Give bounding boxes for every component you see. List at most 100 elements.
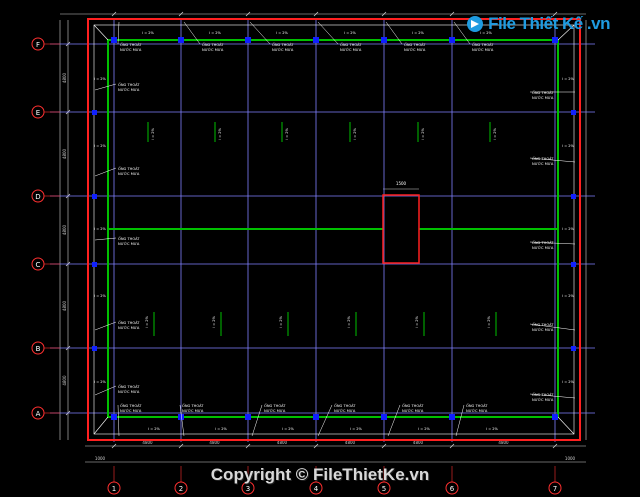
corner-valley — [93, 416, 109, 435]
gutter-leader — [385, 21, 403, 45]
edge-slope-label: i = 2% — [480, 31, 492, 35]
roof-drain — [571, 262, 576, 267]
gutter-leader — [94, 321, 117, 331]
gutter-leader — [317, 21, 339, 45]
dim-tick — [111, 443, 117, 449]
dim-tick — [449, 11, 455, 17]
dim-tick — [111, 11, 117, 17]
inner-wall — [93, 24, 575, 435]
dim-span-label: 4800 — [142, 440, 153, 445]
gutter-label-1: ỐNG THOÁT — [532, 240, 554, 245]
gutter-leader — [529, 241, 576, 245]
gutter-label-2: NƯỚC MƯA — [120, 408, 142, 413]
gutter-leader — [249, 21, 271, 45]
gutter-leader — [94, 385, 117, 396]
outer-wall — [87, 18, 581, 441]
dim-tick — [245, 11, 251, 17]
gutter-label-2: NƯỚC MƯA — [202, 47, 224, 52]
edge-slope-label: i = 2% — [94, 77, 106, 81]
roof-drain — [381, 414, 387, 420]
edge-slope-label: i = 2% — [142, 31, 154, 35]
col-axis-label: 4 — [314, 485, 319, 493]
gutter-label-1: ỐNG THOÁT — [182, 403, 204, 408]
gutter-leader — [529, 157, 576, 163]
gutter-label-2: NƯỚC MƯA — [334, 408, 356, 413]
gutter-label-2: NƯỚC MƯA — [472, 47, 494, 52]
gutter-label-1: ỐNG THOÁT — [202, 42, 224, 47]
roof-drain — [571, 346, 576, 351]
opening-dim-label: 1500 — [396, 181, 407, 186]
gutter-label-2: NƯỚC MƯA — [118, 171, 140, 176]
gutter-label-2: NƯỚC MƯA — [118, 325, 140, 330]
slope-label: i = 2% — [421, 127, 425, 139]
gutter-label-2: NƯỚC MƯA — [466, 408, 488, 413]
gutter-label-1: ỐNG THOÁT — [118, 384, 140, 389]
gutter-label-2: NƯỚC MƯA — [532, 161, 554, 166]
dim-tick — [178, 443, 184, 449]
slope-label: i = 2% — [487, 315, 491, 327]
roof-drain — [552, 37, 558, 43]
row-axis-label: C — [36, 261, 41, 269]
gutter-leader — [251, 404, 263, 437]
edge-slope-label: i = 2% — [94, 294, 106, 298]
gutter-label-1: ỐNG THOÁT — [334, 403, 356, 408]
dim-tick — [313, 11, 319, 17]
gutter-leader — [117, 404, 120, 437]
slope-label: i = 2% — [145, 315, 149, 327]
corner-valley — [557, 416, 575, 435]
slope-label: i = 2% — [279, 315, 283, 327]
gutter-label-2: NƯỚC MƯA — [402, 408, 424, 413]
gutter-leader — [179, 404, 185, 437]
dim-span-label: 4800 — [413, 440, 424, 445]
row-axis-label: B — [36, 345, 41, 353]
dim-span-label: 4800 — [345, 440, 356, 445]
edge-slope-label: i = 2% — [94, 227, 106, 231]
gutter-label-1: ỐNG THOÁT — [118, 320, 140, 325]
roof-drain — [111, 37, 117, 43]
corner-valley — [557, 24, 575, 41]
row-axis-label: A — [36, 410, 41, 418]
gutter-leader — [529, 323, 576, 331]
roof-drain — [313, 414, 319, 420]
roof-drain — [245, 414, 251, 420]
dim-span-label: 4800 — [62, 224, 67, 235]
gutter-label-1: ỐNG THOÁT — [532, 90, 554, 95]
gutter-leader — [94, 83, 117, 91]
logo-text: File Thiết Kế .vn — [488, 14, 610, 33]
gutter-label-1: ỐNG THOÁT — [532, 156, 554, 161]
edge-slope-label: i = 2% — [562, 227, 574, 231]
gutter-label-2: NƯỚC MƯA — [404, 47, 426, 52]
gutter-label-1: ỐNG THOÁT — [118, 166, 140, 171]
edge-slope-label: i = 2% — [562, 144, 574, 148]
roof-opening — [382, 194, 420, 264]
edge-slope-label: i = 2% — [282, 427, 294, 431]
roof-drain — [178, 37, 184, 43]
slope-label: i = 2% — [415, 315, 419, 327]
gutter-leader — [94, 237, 117, 241]
edge-slope-label: i = 2% — [486, 427, 498, 431]
dim-span-label: 4800 — [209, 440, 220, 445]
gutter-label-1: ỐNG THOÁT — [264, 403, 286, 408]
dim-span-label: 4800 — [62, 300, 67, 311]
corner-valley — [93, 24, 109, 41]
site-logo[interactable]: File Thiết Kế .vn — [466, 14, 610, 34]
roof-drain — [449, 414, 455, 420]
gutter-label-1: ỐNG THOÁT — [404, 42, 426, 47]
gutter-leader — [94, 167, 117, 177]
edge-slope-label: i = 2% — [148, 427, 160, 431]
edge-slope-label: i = 2% — [562, 380, 574, 384]
dim-edge-label: 1000 — [565, 456, 576, 461]
row-axis-label: E — [36, 109, 40, 117]
roof-drain — [178, 414, 184, 420]
col-axis-label: 1 — [112, 485, 116, 493]
roof-drain — [111, 414, 117, 420]
col-axis-label: 5 — [382, 485, 386, 493]
roof-drain — [571, 110, 576, 115]
file-logo-icon — [467, 16, 484, 32]
gutter-label-1: ỐNG THOÁT — [118, 82, 140, 87]
gutter-leader — [387, 404, 401, 437]
slope-label: i = 2% — [212, 315, 216, 327]
